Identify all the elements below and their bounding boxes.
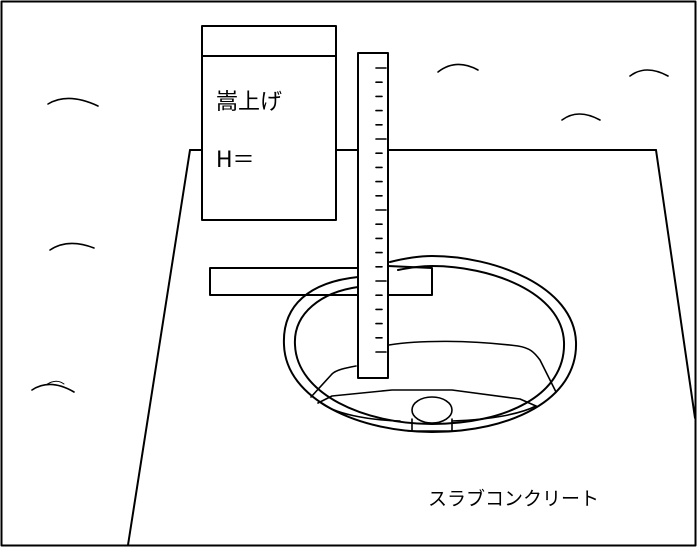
ground-mark [49, 242, 95, 251]
sign-height-label: H＝ [216, 148, 255, 173]
height-sign-board [201, 25, 337, 221]
ground-mark [437, 63, 479, 73]
ground-texture-marks [31, 63, 669, 393]
manhole-shaft [310, 340, 557, 422]
ground-mark [45, 380, 65, 386]
pipe-end [407, 396, 457, 432]
ground-mark [31, 383, 75, 393]
manhole-ring [282, 255, 578, 433]
slab-concrete-label: スラブコンクリート [428, 488, 600, 510]
sign-title: 嵩上げ [216, 90, 283, 115]
slab-outline [127, 149, 696, 546]
ground-mark [561, 113, 601, 121]
measuring-rule [357, 52, 389, 379]
horizontal-straightedge [209, 265, 433, 296]
ground-mark [629, 69, 669, 77]
ground-mark [47, 97, 99, 107]
rule-ticks [375, 67, 387, 353]
